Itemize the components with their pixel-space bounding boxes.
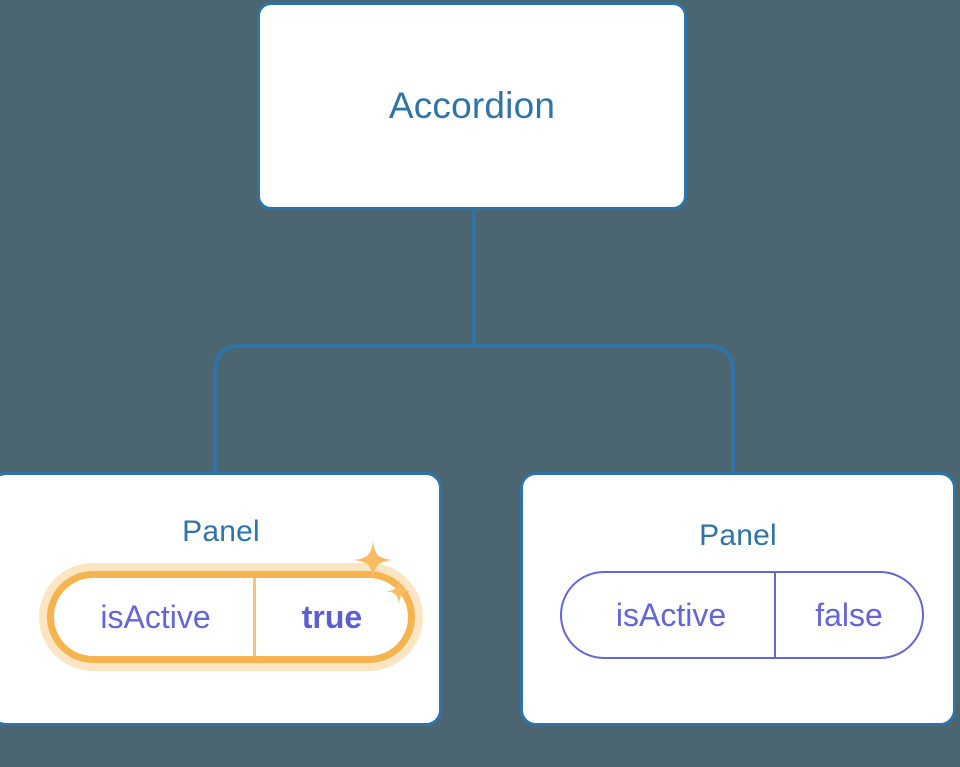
panel-active-body: Panel isActive true	[0, 475, 439, 763]
connector-branch-left	[213, 344, 474, 474]
prop-pill-isactive-true[interactable]: isActive true	[47, 571, 415, 663]
prop-pill-isactive-false[interactable]: isActive false	[560, 571, 924, 659]
node-panel-inactive-title: Panel	[699, 519, 777, 552]
connector-branch-right	[474, 344, 735, 474]
panel-inactive-body: Panel isActive false	[523, 475, 953, 767]
prop-key-isactive: isActive	[54, 578, 256, 656]
node-accordion-title: Accordion	[388, 85, 556, 126]
connector-layer	[213, 208, 735, 474]
node-panel-active-title: Panel	[182, 515, 260, 548]
node-panel-active[interactable]: Panel isActive true	[0, 472, 442, 726]
node-accordion[interactable]: Accordion	[257, 2, 687, 210]
prop-value-true: true	[301, 598, 363, 635]
prop-value-false: false	[815, 596, 883, 633]
node-panel-inactive[interactable]: Panel isActive false	[520, 472, 956, 726]
prop-key-isactive: isActive	[562, 573, 776, 657]
diagram-canvas: Accordion Panel isActive true Panel isAc…	[0, 2, 956, 726]
